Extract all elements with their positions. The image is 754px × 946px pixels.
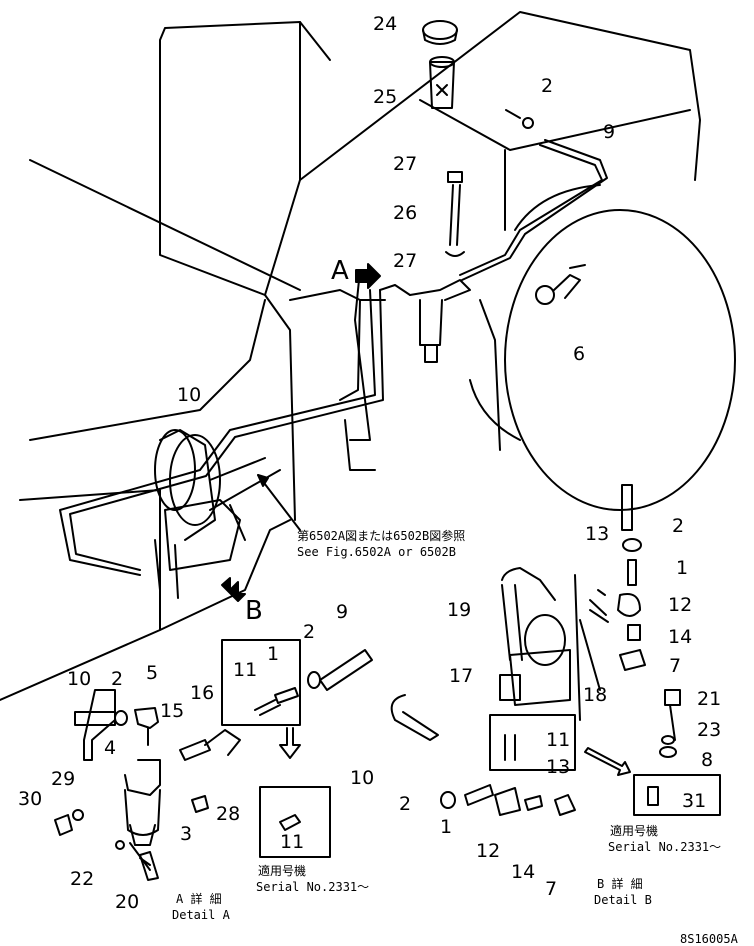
callout-9-d: 9 xyxy=(336,601,349,623)
callout-11-l: 11 xyxy=(233,659,258,681)
drain-cock-6 xyxy=(535,264,586,305)
wheel xyxy=(469,184,736,511)
callout-4: 4 xyxy=(104,737,117,759)
callout-3: 3 xyxy=(180,823,193,845)
callout-2-d: 2 xyxy=(303,621,316,643)
callout-13: 13 xyxy=(585,523,610,545)
callout-9: 9 xyxy=(603,121,616,143)
callout-24: 24 xyxy=(373,13,398,35)
view-arrow-a xyxy=(355,263,381,289)
cab-block xyxy=(29,21,331,296)
callout-21: 21 xyxy=(697,688,722,710)
callout-2-r: 2 xyxy=(672,515,685,537)
callout-12-r: 12 xyxy=(668,594,693,616)
callout-2-b: 2 xyxy=(399,793,412,815)
callout-2: 2 xyxy=(541,75,554,97)
callout-7-r: 7 xyxy=(669,655,682,677)
serial-note-right-en: Serial No.2331〜 xyxy=(608,840,722,854)
callout-10-a: 10 xyxy=(67,668,92,690)
serial-box-left-result xyxy=(259,786,331,858)
fuel-cap-parts xyxy=(422,20,458,109)
detail-a-parts xyxy=(54,689,241,881)
callout-6: 6 xyxy=(573,343,586,365)
callout-10-b: 10 xyxy=(350,767,375,789)
detail-a-caption-en: Detail A xyxy=(172,908,230,922)
callout-5: 5 xyxy=(146,662,159,684)
injection-pump-left xyxy=(154,429,281,599)
callout-20: 20 xyxy=(115,891,140,913)
upgrade-box-left xyxy=(221,639,301,759)
callout-2-a: 2 xyxy=(111,668,124,690)
reference-note-en: See Fig.6502A or 6502B xyxy=(297,545,456,559)
callout-14-r: 14 xyxy=(668,626,693,648)
view-label-b: B xyxy=(245,596,263,626)
pipe-9-detail xyxy=(307,649,373,691)
callout-1-r: 1 xyxy=(676,557,689,579)
callout-22: 22 xyxy=(70,868,95,890)
callout-19: 19 xyxy=(447,599,472,621)
callout-27b: 27 xyxy=(393,250,418,272)
hose-26 xyxy=(445,171,465,257)
fuel-pipe-9 xyxy=(459,109,608,281)
callout-26: 26 xyxy=(393,202,418,224)
serial-note-right-jp: 適用号機 xyxy=(610,824,659,838)
reference-note-jp: 第6502A図または6502B図参照 xyxy=(297,529,466,543)
callout-12-b: 12 xyxy=(476,840,501,862)
callout-17: 17 xyxy=(449,665,474,687)
callout-1-l: 1 xyxy=(267,643,280,665)
serial-box-right-result xyxy=(633,774,721,816)
callout-18: 18 xyxy=(583,684,608,706)
callout-30: 30 xyxy=(18,788,43,810)
detail-a-caption-jp: A 詳 細 xyxy=(176,892,222,906)
page-code: 8S16005A xyxy=(680,932,738,946)
callout-16: 16 xyxy=(190,682,215,704)
callout-11-b: 11 xyxy=(546,729,571,751)
reference-arrowhead xyxy=(257,474,269,487)
callout-10: 10 xyxy=(177,384,202,406)
callout-25: 25 xyxy=(373,86,398,108)
callout-1-b: 1 xyxy=(440,816,453,838)
callout-29: 29 xyxy=(51,768,76,790)
serial-note-left-en: Serial No.2331〜 xyxy=(256,880,370,894)
engine-hood xyxy=(0,11,701,701)
detail-b-parts xyxy=(390,484,681,816)
water-separator-upper xyxy=(339,279,471,401)
detail-b-caption-en: Detail B xyxy=(594,893,652,907)
callout-7-b: 7 xyxy=(545,878,558,900)
callout-15: 15 xyxy=(160,700,185,722)
callout-8: 8 xyxy=(701,749,714,771)
detail-b-caption-jp: B 詳 細 xyxy=(597,877,643,891)
callout-11-res: 11 xyxy=(280,831,305,853)
callout-13-b: 13 xyxy=(546,756,571,778)
callout-14-b: 14 xyxy=(511,861,536,883)
view-arrow-b xyxy=(221,577,246,602)
upgrade-arrow-right xyxy=(584,747,631,776)
callout-27: 27 xyxy=(393,153,418,175)
callout-28: 28 xyxy=(216,803,241,825)
callout-31: 31 xyxy=(682,790,707,812)
view-label-a: A xyxy=(331,256,349,286)
serial-note-left-jp: 適用号機 xyxy=(258,864,307,878)
callout-23: 23 xyxy=(697,719,722,741)
pipe-10 xyxy=(59,289,384,576)
